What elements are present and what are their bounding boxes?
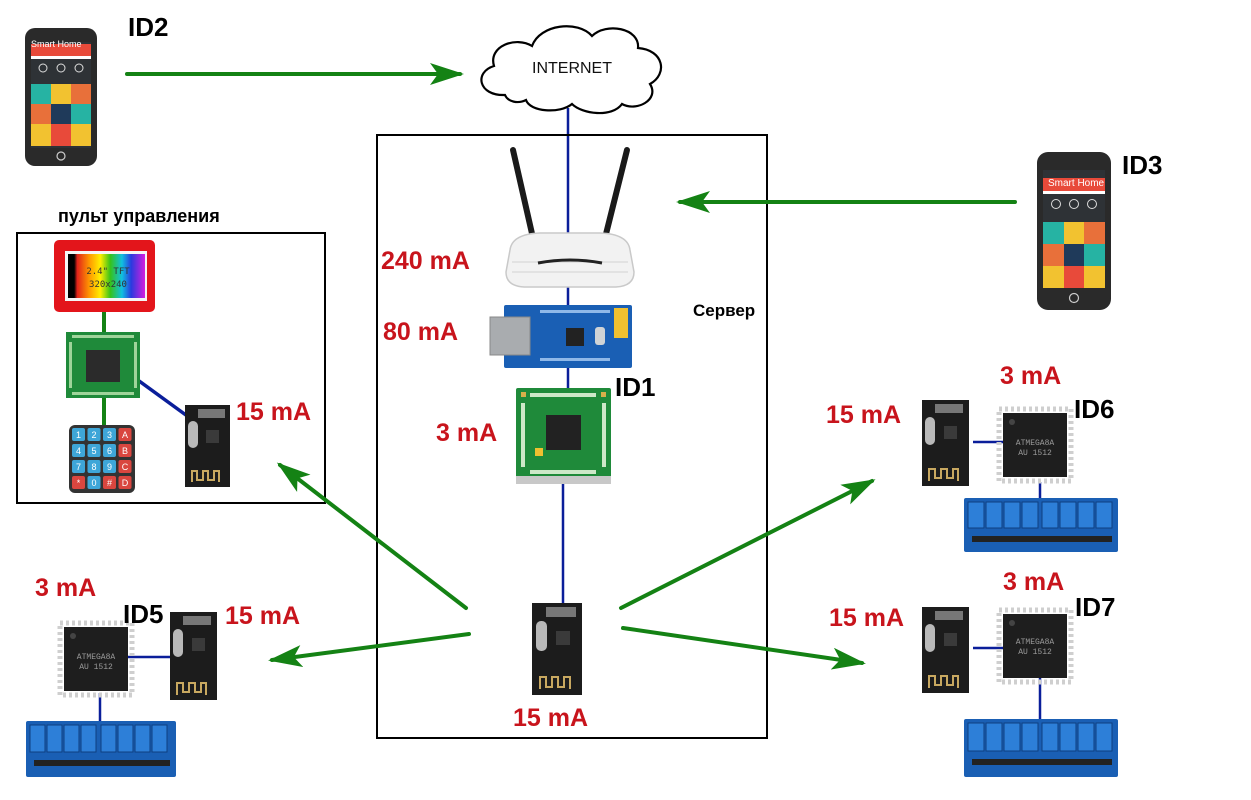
arrow-server-id5 bbox=[268, 632, 471, 667]
keypad-key-label: # bbox=[107, 478, 112, 488]
tft-text-line2: 320x240 bbox=[89, 280, 127, 290]
keypad-key-label: 8 bbox=[91, 462, 96, 472]
keypad-key-label: * bbox=[77, 478, 81, 488]
remote-box bbox=[16, 232, 326, 504]
server-label: Сервер bbox=[693, 301, 756, 320]
id6-relay-board bbox=[964, 498, 1118, 552]
keypad-key-label: 5 bbox=[91, 446, 96, 456]
id6-radio bbox=[922, 400, 969, 486]
id3-label: ID3 bbox=[1122, 150, 1163, 180]
id6-radio-current: 15 mA bbox=[826, 401, 902, 429]
keypad-key bbox=[103, 460, 116, 473]
remote-radio bbox=[185, 405, 230, 487]
keypad-key bbox=[72, 476, 85, 489]
arrow-server-remote bbox=[276, 462, 468, 610]
server-mcu-board bbox=[516, 388, 611, 484]
arrow-server-id6 bbox=[619, 479, 876, 610]
keypad-key bbox=[103, 444, 116, 457]
keypad-key bbox=[118, 428, 132, 441]
id7-radio bbox=[922, 607, 969, 693]
keypad-key-label: 1 bbox=[76, 430, 81, 440]
tft-display: 2.4" TFT 320x240 bbox=[54, 240, 155, 312]
id6-label: ID6 bbox=[1074, 394, 1115, 424]
keypad-key-label: 6 bbox=[107, 446, 112, 456]
phone-id3-app-title: Smart Home bbox=[1048, 178, 1105, 189]
keypad-key-label: A bbox=[122, 430, 128, 440]
wire-remote-mcu-radio bbox=[133, 376, 192, 420]
keypad-key bbox=[87, 444, 101, 457]
id7-chip: ATMEGA8A AU 1512 bbox=[996, 607, 1074, 685]
id5-radio-current: 15 mA bbox=[225, 602, 301, 630]
chip-text-line1: ATMEGA8A bbox=[1016, 638, 1055, 647]
keypad-key-label: D bbox=[122, 478, 129, 488]
arrow-server-id7 bbox=[621, 626, 866, 670]
chip-text-line2: AU 1512 bbox=[79, 663, 113, 672]
cloud-shape bbox=[480, 25, 663, 115]
id2-label: ID2 bbox=[128, 12, 169, 42]
keypad-key bbox=[103, 476, 116, 489]
id7-relay-board bbox=[964, 719, 1118, 777]
keypad-key bbox=[118, 476, 132, 489]
id5-relay-board bbox=[26, 721, 176, 777]
keypad-key-label: C bbox=[122, 462, 129, 472]
id5-mcu-current: 3 mA bbox=[35, 574, 97, 602]
keypad-key-label: 2 bbox=[91, 430, 96, 440]
server-radio bbox=[532, 603, 582, 695]
internet-cloud bbox=[480, 25, 663, 115]
id6-mcu-current: 3 mA bbox=[1000, 362, 1062, 390]
keypad-key bbox=[103, 428, 116, 441]
keypad-key-label: 4 bbox=[76, 446, 81, 456]
arrows bbox=[125, 63, 1017, 670]
tft-text-line1: 2.4" TFT bbox=[86, 267, 130, 277]
phone-id3 bbox=[1037, 152, 1111, 310]
keypad-key bbox=[72, 460, 85, 473]
wires bbox=[98, 108, 1042, 722]
router-current: 240 mA bbox=[381, 247, 470, 275]
keypad-key-label: 0 bbox=[91, 478, 96, 488]
id5-radio bbox=[170, 612, 217, 700]
keypad-key-label: 7 bbox=[76, 462, 81, 472]
id6-chip: ATMEGA8A AU 1512 bbox=[996, 406, 1074, 484]
keypad-key bbox=[87, 460, 101, 473]
keypad-key-label: B bbox=[122, 446, 128, 456]
remote-radio-current: 15 mA bbox=[236, 398, 312, 426]
phone-id2-app-title: Smart Home bbox=[31, 39, 82, 49]
keypad-key bbox=[87, 428, 101, 441]
chip-text-line2: AU 1512 bbox=[1018, 648, 1052, 657]
keypad-key-label: 3 bbox=[107, 430, 112, 440]
id5-label: ID5 bbox=[123, 599, 164, 629]
id7-radio-current: 15 mA bbox=[829, 604, 905, 632]
id7-label: ID7 bbox=[1075, 592, 1116, 622]
server-radio-current: 15 mA bbox=[513, 704, 589, 732]
id7-mcu-current: 3 mA bbox=[1003, 568, 1065, 596]
phone-id2 bbox=[25, 28, 97, 166]
server-mcu-current: 3 mA bbox=[436, 419, 498, 447]
remote-title: пульт управления bbox=[58, 206, 220, 226]
chip-text-line1: ATMEGA8A bbox=[1016, 439, 1055, 448]
internet-label: INTERNET bbox=[532, 60, 612, 77]
server-box bbox=[376, 134, 768, 739]
keypad-key bbox=[87, 476, 101, 489]
ethernet-module bbox=[489, 305, 632, 368]
chip-text-line1: ATMEGA8A bbox=[77, 653, 116, 662]
id1-label: ID1 bbox=[615, 372, 656, 402]
id5-chip: ATMEGA8A AU 1512 bbox=[57, 620, 135, 698]
keypad-key bbox=[118, 444, 132, 457]
keypad-key bbox=[72, 444, 85, 457]
chip-text-line2: AU 1512 bbox=[1018, 449, 1052, 458]
ethernet-current: 80 mA bbox=[383, 318, 459, 346]
remote-mcu-board bbox=[66, 332, 140, 398]
keypad-key bbox=[118, 460, 132, 473]
router bbox=[505, 147, 635, 288]
keypad-key-label: 9 bbox=[107, 462, 112, 472]
keypad-key bbox=[72, 428, 85, 441]
